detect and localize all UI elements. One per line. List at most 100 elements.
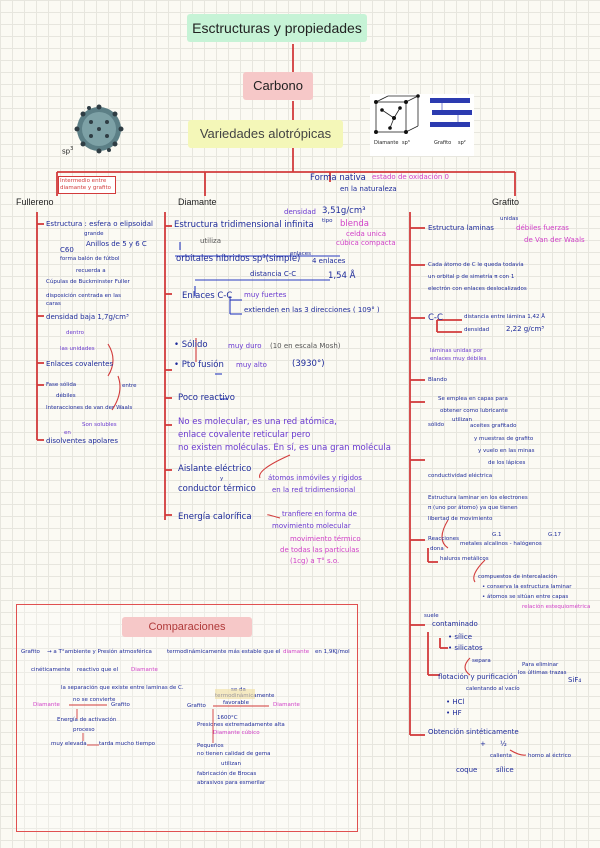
f-entre: entre	[122, 383, 137, 389]
f-recuerda: recuerda a	[76, 268, 106, 274]
g-sif4: SiF₄	[568, 676, 582, 684]
g-laminas2: enlaces muy débiles	[430, 356, 487, 362]
varieties-node: Variedades alotrópicas	[188, 120, 343, 148]
g-cada1: Cada átomo de C le queda todavía	[428, 262, 524, 268]
d-conductor: conductor térmico	[178, 484, 256, 494]
g-reacciones: Reacciones	[428, 536, 460, 542]
g-conductividad: conductividad eléctrica	[428, 473, 493, 479]
diamante-image-label: Diamante	[374, 140, 399, 146]
g-atomos: • átomos se sitúan entre capas	[482, 594, 569, 600]
d-fusion-val: (3930°)	[292, 359, 325, 369]
g-lapices: de los lápices	[488, 460, 526, 466]
g-dens-val: 2,22 g/cm³	[506, 325, 545, 333]
d-fuertes: muy fuertes	[244, 291, 287, 299]
f-enlaces: Enlaces covalentes	[46, 360, 114, 368]
g-unidas: unidas	[500, 216, 519, 222]
d-molecular2: enlace covalente reticular pero	[178, 430, 311, 440]
d-distancia: distancia C-C	[250, 270, 297, 278]
c-pequenos2: no tienen calidad de gema	[197, 751, 271, 757]
g-emplea1: Se emplea en capas para	[438, 396, 508, 402]
c-tarda: tarda mucho tiempo	[99, 741, 156, 747]
d-aislante: Aislante eléctrico	[178, 464, 252, 474]
g-compuestos: compuestos de intercalación	[478, 574, 558, 580]
c-l1b: → a T°ambiente y Presión atmosférica	[47, 649, 152, 655]
c-l1d: diamante	[283, 649, 310, 655]
d-atomos2: en la red tridimensional	[272, 486, 356, 494]
g-metales: metales alcalinos - halógenos	[460, 541, 542, 547]
d-orbitales: orbitales híbridos sp³(simple)	[176, 254, 301, 264]
f-debiles: débiles	[56, 393, 76, 399]
c-temp: 1600°C	[217, 715, 238, 721]
d-extienden: extienden en las 3 direcciones ( 109° )	[244, 306, 380, 314]
d-estructura: Estructura tridimensional infinita	[174, 220, 314, 230]
grafito-image-label: Grafito	[434, 140, 452, 146]
c-l2b: reactivo que el	[77, 667, 118, 673]
g-coque: coque	[456, 766, 478, 774]
g-flotacion: flotación y purificación	[438, 673, 518, 681]
c-l2a: cinéticamente	[31, 667, 71, 673]
forma-nativa-note: estado de oxidación 0	[372, 173, 449, 181]
g-relacion: relación estequiométrica	[522, 604, 591, 610]
f-forma: forma balón de fútbol	[60, 256, 120, 262]
d-molecular3: no existen moléculas. En sí, es una gran…	[178, 443, 391, 453]
c-l3: la separación que existe entre laminas d…	[61, 685, 184, 691]
header-diamante: Diamante	[178, 197, 217, 207]
sp-label: sp3	[62, 146, 74, 156]
g-vdw: de Van der Waals	[524, 236, 585, 244]
d-transfiere2: movimiento molecular	[272, 522, 351, 530]
g-silice: • sílice	[448, 633, 472, 641]
d-energia: Energía calorífica	[178, 512, 252, 522]
f-disolventes: disolventes apolares	[46, 437, 118, 445]
g-contaminado: contaminado	[432, 620, 478, 628]
g-conserva: • conserva la estructura laminar	[482, 584, 572, 590]
d-poco: Poco reactivo	[178, 393, 235, 403]
d-cuatro: 4 enlaces	[312, 257, 346, 265]
c-diamante: Diamante	[33, 702, 60, 708]
f-unidades: las unidades	[60, 346, 95, 352]
g-utilizan: utilizan	[452, 417, 472, 423]
c-energia2: proceso	[73, 727, 95, 733]
carbono-node: Carbono	[243, 72, 313, 100]
g-laminas1: láminas unidas por	[430, 348, 483, 354]
g-cada2: un orbital p de simetría π con 1	[428, 274, 515, 280]
c-diamante2: Diamante	[273, 702, 300, 708]
d-fusion: • Pto fusión	[174, 360, 224, 370]
d-y: y	[220, 476, 224, 482]
d-utiliza: utiliza	[200, 237, 221, 245]
g-haluros: haluros metálicos	[440, 556, 489, 562]
comparaciones-title: Comparaciones	[122, 617, 252, 637]
g-trazas: los últimas trazas	[518, 670, 567, 676]
g-horno: horno al éctrico	[528, 753, 572, 759]
d-duro: muy duro	[228, 342, 262, 350]
d-celda: celda unica	[346, 230, 387, 238]
c-no-convierte: no se convierte	[73, 697, 116, 703]
d-tipo: tipo	[322, 218, 333, 224]
d-movimiento2: de todas las partículas	[280, 546, 360, 554]
g-calienta: calienta	[490, 753, 512, 759]
f-estructura: Estructura : esfera o elipsoidal	[46, 220, 153, 228]
g-minas: y vuelo en las minas	[478, 448, 535, 454]
g-calentando: calentando al vacío	[466, 686, 520, 692]
f-solubles: Son solubles	[82, 422, 117, 428]
f-en: en	[64, 430, 71, 436]
g-estructura: Estructura laminas	[428, 224, 494, 232]
c-cubico: Diamante cúbico	[213, 730, 260, 736]
sp3-image-label: sp³	[402, 140, 410, 146]
c-l1a: Grafito	[21, 649, 40, 655]
c-l1e: en 1,9KJ/mol	[315, 649, 350, 655]
c-l2c: Diamante	[131, 667, 158, 673]
c-l1c: termodinámicamente más estable que el	[167, 649, 281, 655]
header-grafito: Grafito	[492, 197, 520, 207]
d-densidad-val: 3,51g/cm³	[322, 206, 366, 216]
g-separa: separa	[472, 658, 491, 664]
d-enlaces-cc: Enlaces C-C	[182, 291, 233, 301]
g-g17: G.17	[548, 532, 562, 538]
d-movimiento1: movimiento térmico	[290, 535, 361, 543]
d-transfiere1: tranfiere en forma de	[282, 510, 357, 518]
g-lamina3: libertad de movimiento	[428, 516, 493, 522]
g-densidad: densidad	[464, 327, 490, 333]
forma-nativa-label: Forma nativa	[310, 173, 366, 183]
c-fabricacion2: abrasivos para esmerilar	[197, 780, 266, 786]
page-title: Esctructuras y propiedades	[187, 14, 367, 42]
c-presion: Presiones extremadamente alta	[197, 722, 285, 728]
